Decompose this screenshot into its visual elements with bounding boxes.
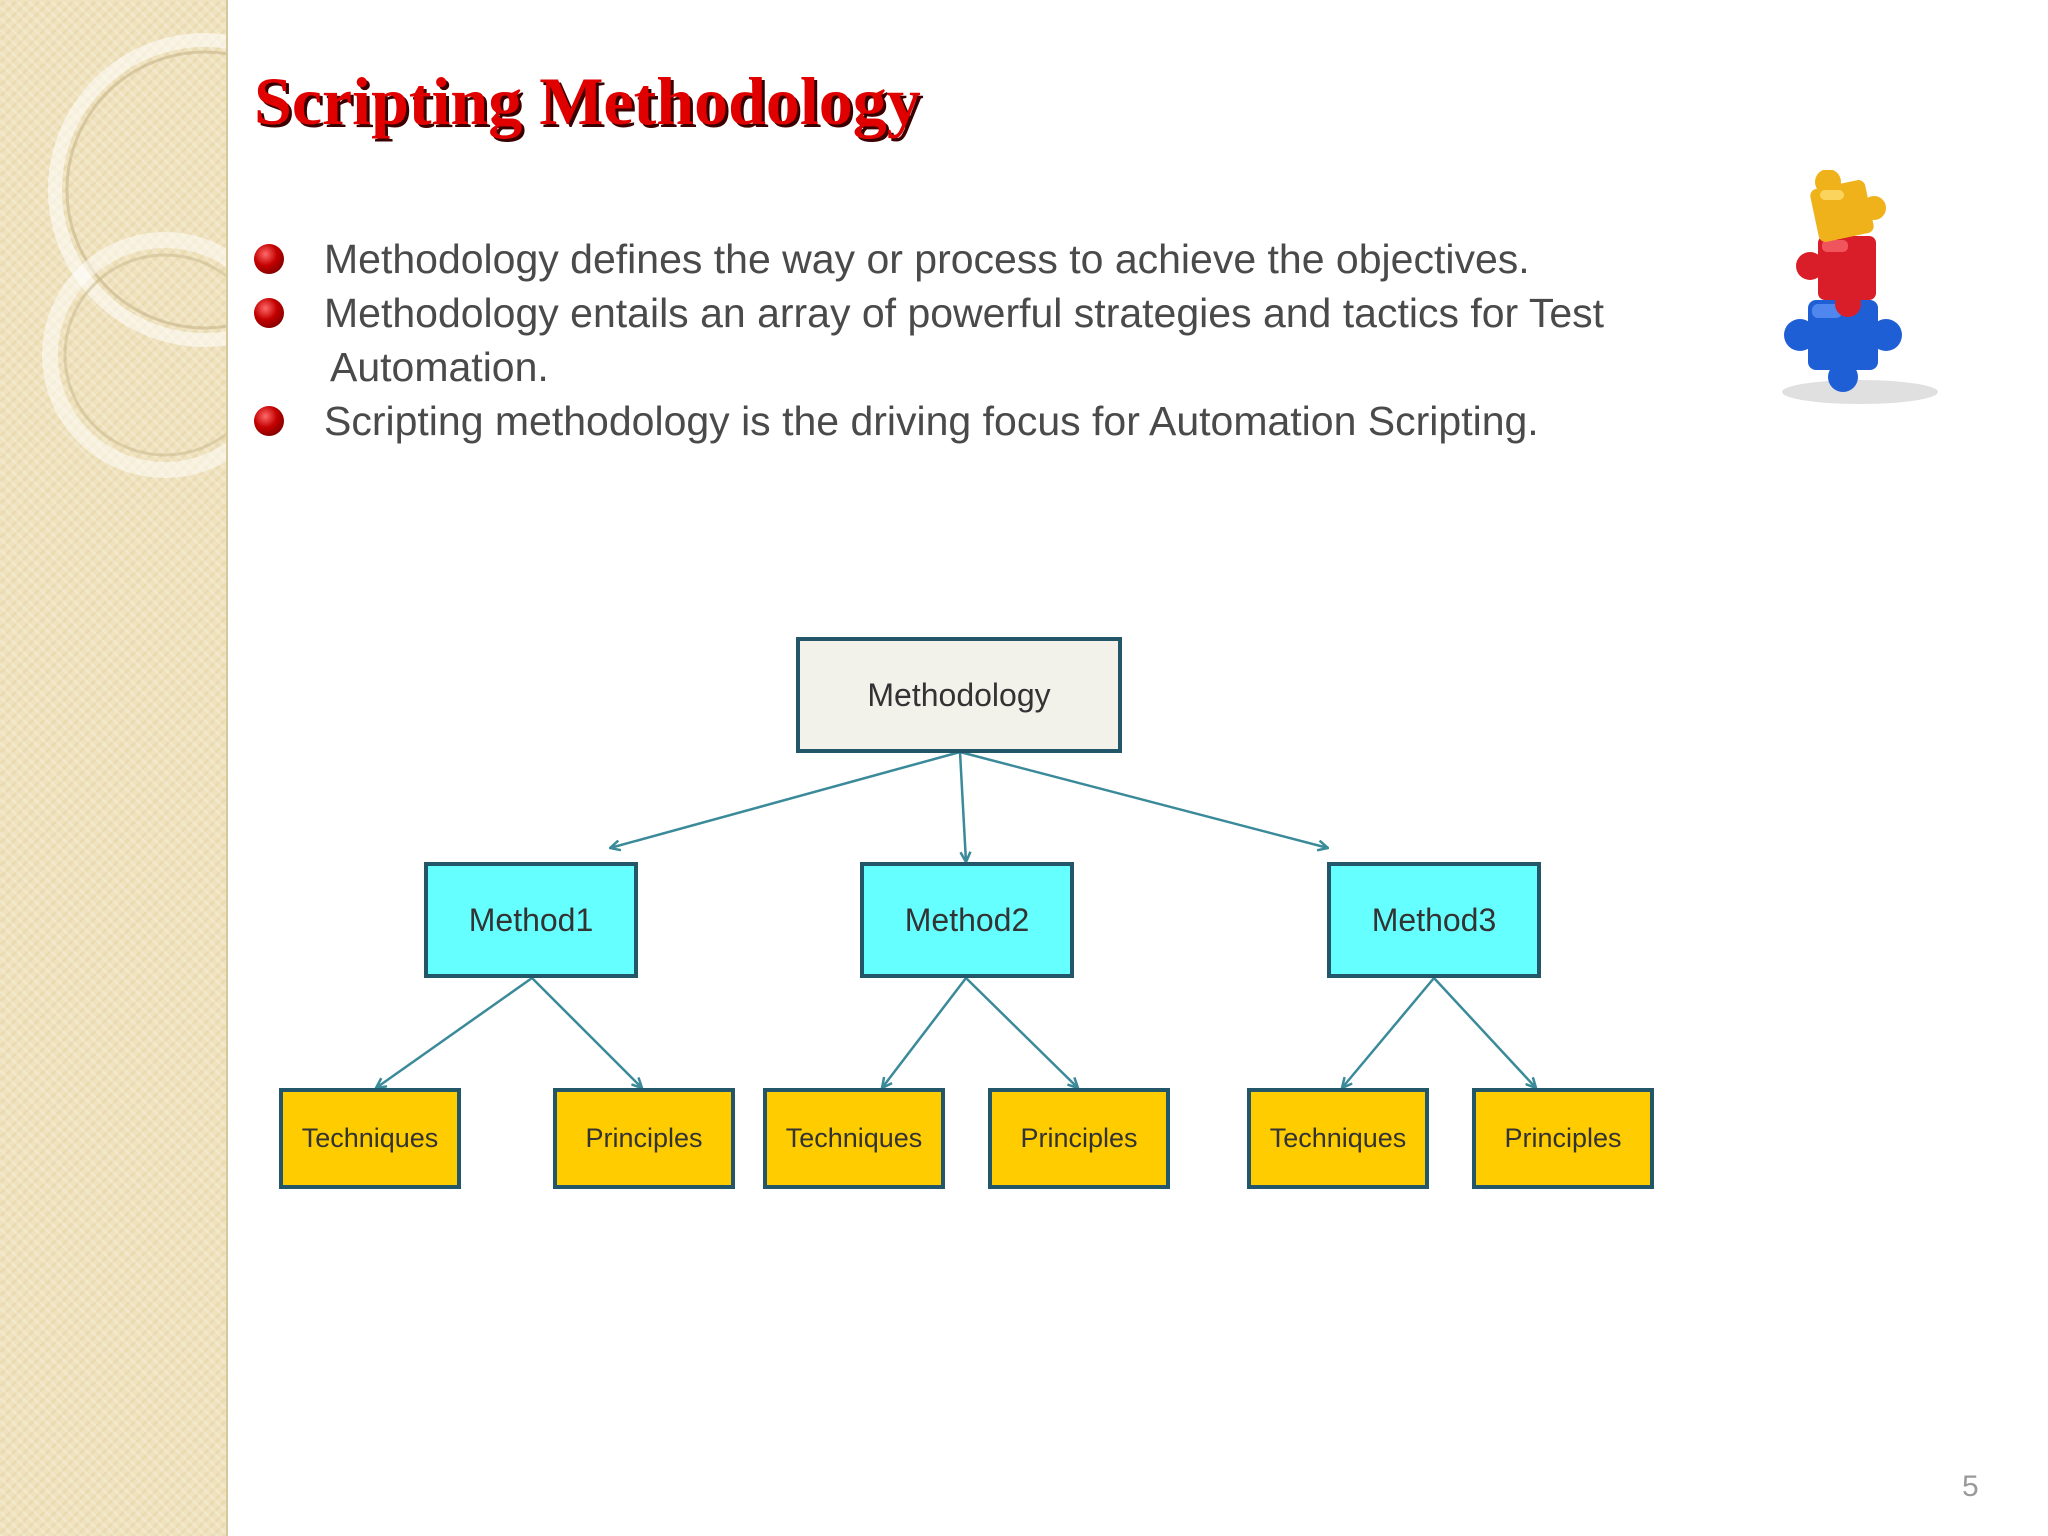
node-methodology: Methodology xyxy=(796,637,1122,753)
node-method1-principles: Principles xyxy=(553,1088,735,1189)
decorative-rings xyxy=(42,33,226,478)
red-sphere-bullet-icon xyxy=(254,406,284,436)
bullet-item: Methodology defines the way or process t… xyxy=(250,232,1780,286)
red-sphere-bullet-icon xyxy=(254,244,284,274)
connector-method3-techniques xyxy=(1342,977,1435,1088)
decorative-side-panel xyxy=(0,0,228,1536)
bullet-text: Methodology defines the way or process t… xyxy=(324,236,1530,282)
node-method2-principles: Principles xyxy=(988,1088,1170,1189)
connector-root-method2 xyxy=(958,751,966,862)
bullet-text-continuation: Automation. xyxy=(330,344,549,390)
connector-method2-techniques xyxy=(882,977,967,1088)
connector-method1-principles xyxy=(531,977,642,1088)
bullet-text: Scripting methodology is the driving foc… xyxy=(324,398,1539,444)
connector-method3-principles xyxy=(1433,977,1536,1088)
bullet-list: Methodology defines the way or process t… xyxy=(250,232,1780,448)
connector-root-method3 xyxy=(959,750,1328,848)
node-method1: Method1 xyxy=(424,862,638,978)
node-method3: Method3 xyxy=(1327,862,1541,978)
bullet-item: Methodology entails an array of powerful… xyxy=(250,286,1780,394)
node-method2-techniques: Techniques xyxy=(763,1088,945,1189)
connector-method2-principles xyxy=(965,977,1078,1088)
bullet-item: Scripting methodology is the driving foc… xyxy=(250,394,1780,448)
connector-root-method1 xyxy=(610,750,961,848)
page-number: 5 xyxy=(1962,1470,1979,1503)
node-method1-techniques: Techniques xyxy=(279,1088,461,1189)
red-sphere-bullet-icon xyxy=(254,298,284,328)
node-method3-principles: Principles xyxy=(1472,1088,1654,1189)
slide-title: Scripting Methodology xyxy=(254,63,921,139)
node-method3-techniques: Techniques xyxy=(1247,1088,1429,1189)
puzzle-pieces-icon xyxy=(1782,170,1938,404)
connector-method1-techniques xyxy=(376,976,533,1088)
node-method2: Method2 xyxy=(860,862,1074,978)
bullet-text: Methodology entails an array of powerful… xyxy=(324,290,1605,336)
